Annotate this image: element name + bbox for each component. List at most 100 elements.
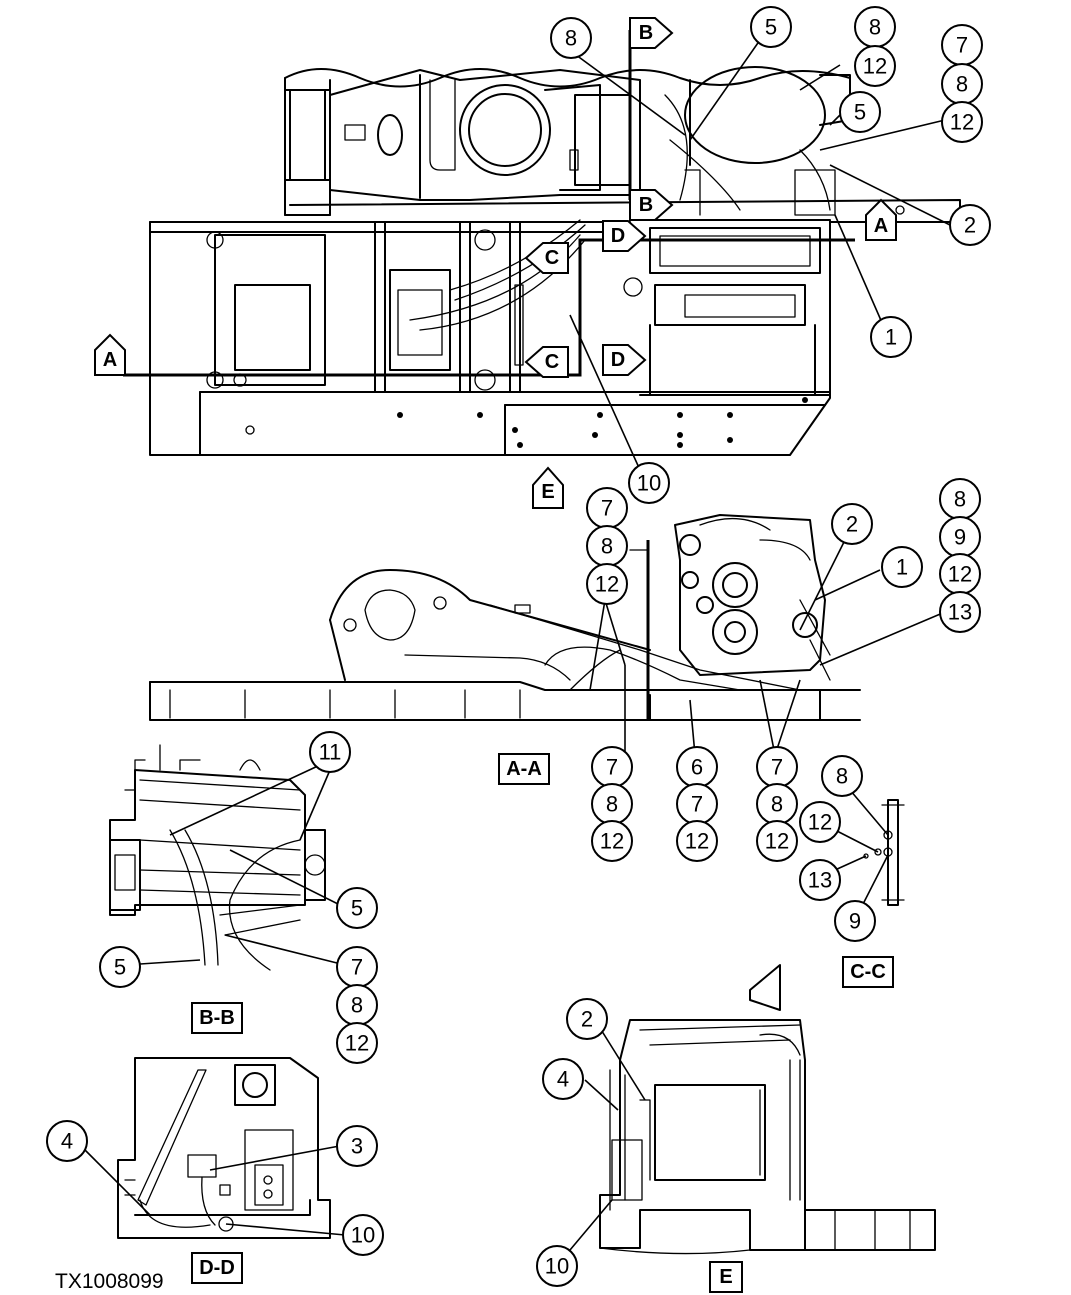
svg-text:12: 12 [600, 829, 624, 854]
section-marker-a-right: A [865, 198, 897, 241]
callout-8: 8 [854, 6, 896, 48]
section-marker-a-left: A [94, 333, 126, 376]
callout-5: 5 [336, 887, 378, 929]
callout-9: 9 [834, 900, 876, 942]
callout-2: 2 [831, 503, 873, 545]
view-label-cc: C-C [842, 956, 894, 988]
svg-text:12: 12 [948, 562, 972, 587]
callout-10: 10 [342, 1214, 384, 1256]
callout-13: 13 [799, 859, 841, 901]
callout-4: 4 [46, 1120, 88, 1162]
callout-10: 10 [628, 462, 670, 504]
svg-text:6: 6 [691, 755, 703, 780]
svg-text:8: 8 [565, 26, 577, 51]
view-label-aa: A-A [498, 753, 550, 785]
callout-4: 4 [542, 1058, 584, 1100]
callout-11: 11 [309, 731, 351, 773]
callout-12: 12 [756, 820, 798, 862]
svg-text:8: 8 [869, 15, 881, 40]
callout-12: 12 [939, 553, 981, 595]
view-dd-drawing [117, 1057, 331, 1239]
svg-text:8: 8 [606, 792, 618, 817]
section-marker-c-lower: C [524, 346, 569, 378]
svg-text:B: B [639, 194, 653, 216]
view-label-bb: B-B [191, 1002, 243, 1034]
svg-text:13: 13 [808, 868, 832, 893]
callout-7: 7 [336, 946, 378, 988]
svg-text:D: D [611, 349, 625, 371]
svg-text:3: 3 [351, 1134, 363, 1159]
callout-6: 6 [676, 746, 718, 788]
callout-5: 5 [750, 6, 792, 48]
svg-text:12: 12 [685, 829, 709, 854]
callout-3: 3 [336, 1125, 378, 1167]
leader-lines [84, 39, 951, 1251]
callout-7: 7 [756, 746, 798, 788]
callout-12: 12 [854, 45, 896, 87]
svg-text:5: 5 [114, 955, 126, 980]
svg-text:C: C [545, 247, 559, 269]
callout-7: 7 [941, 24, 983, 66]
svg-text:E: E [541, 481, 554, 503]
callout-1: 1 [870, 316, 912, 358]
svg-text:C-C: C-C [850, 961, 886, 983]
svg-text:2: 2 [846, 512, 858, 537]
view-e-drawing [599, 964, 936, 1255]
svg-text:5: 5 [854, 100, 866, 125]
svg-text:A-A: A-A [506, 758, 542, 780]
svg-text:8: 8 [954, 487, 966, 512]
svg-text:12: 12 [863, 54, 887, 79]
svg-text:D-D: D-D [199, 1257, 235, 1279]
callout-8: 8 [336, 984, 378, 1026]
view-bb-drawing [109, 744, 326, 971]
view-cc-drawing [863, 799, 905, 906]
callout-12: 12 [591, 820, 633, 862]
svg-text:1: 1 [896, 555, 908, 580]
svg-text:12: 12 [595, 572, 619, 597]
svg-text:9: 9 [849, 909, 861, 934]
svg-text:A: A [103, 349, 117, 371]
svg-text:12: 12 [950, 110, 974, 135]
callout-5: 5 [99, 946, 141, 988]
callout-8: 8 [821, 755, 863, 797]
svg-text:12: 12 [808, 810, 832, 835]
svg-text:4: 4 [61, 1129, 73, 1154]
svg-text:12: 12 [345, 1031, 369, 1056]
section-marker-d-lower: D [602, 344, 647, 376]
svg-text:2: 2 [964, 213, 976, 238]
svg-text:10: 10 [637, 471, 661, 496]
svg-text:8: 8 [836, 764, 848, 789]
callout-2: 2 [566, 998, 608, 1040]
callout-8: 8 [939, 478, 981, 520]
svg-text:8: 8 [601, 534, 613, 559]
top-plan-view [123, 30, 961, 456]
callout-12: 12 [336, 1022, 378, 1064]
svg-text:8: 8 [956, 72, 968, 97]
callout-13: 13 [939, 591, 981, 633]
svg-text:C: C [545, 351, 559, 373]
callout-8: 8 [550, 17, 592, 59]
section-marker-d-upper: D [602, 220, 647, 252]
section-marker-c-upper: C [524, 242, 569, 274]
callout-8: 8 [941, 63, 983, 105]
svg-text:7: 7 [606, 755, 618, 780]
svg-text:B-B: B-B [199, 1007, 235, 1029]
callout-12: 12 [799, 801, 841, 843]
svg-text:8: 8 [351, 993, 363, 1018]
callouts: 8 5 8 12 5 7 8 12 2 1 10 7 8 12 2 1 8 9 … [46, 6, 991, 1287]
section-marker-e: E [532, 466, 564, 509]
svg-text:2: 2 [581, 1007, 593, 1032]
svg-text:5: 5 [351, 896, 363, 921]
svg-text:5: 5 [765, 15, 777, 40]
svg-text:10: 10 [545, 1254, 569, 1279]
callout-7: 7 [676, 783, 718, 825]
section-marker-b-top: B [629, 17, 674, 49]
callout-1: 1 [881, 546, 923, 588]
callout-10: 10 [536, 1245, 578, 1287]
svg-text:12: 12 [765, 829, 789, 854]
svg-text:10: 10 [351, 1223, 375, 1248]
svg-text:13: 13 [948, 600, 972, 625]
svg-text:1: 1 [885, 325, 897, 350]
callout-9: 9 [939, 516, 981, 558]
callout-12: 12 [586, 563, 628, 605]
